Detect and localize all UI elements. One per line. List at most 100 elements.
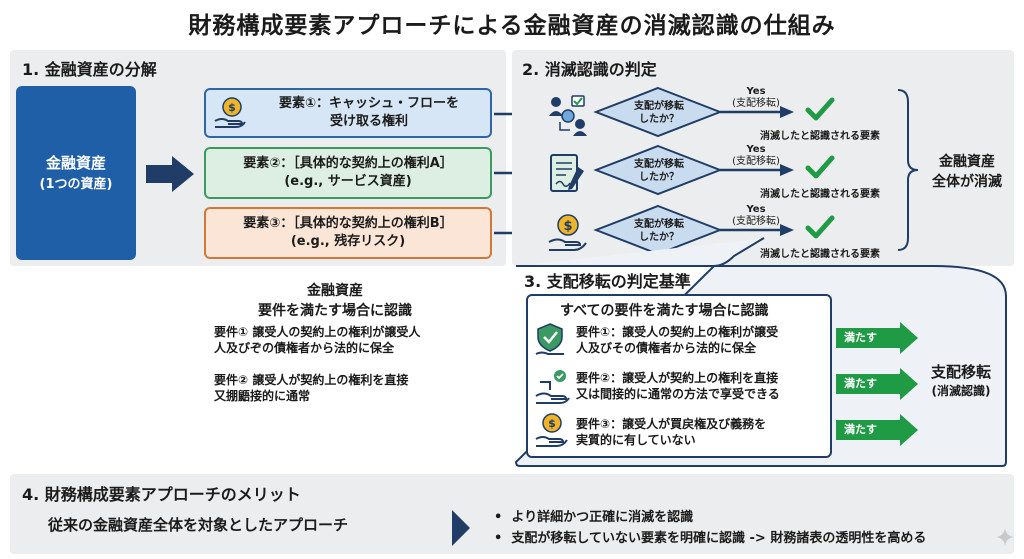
asset-sublabel: (1つの資産) [39, 176, 113, 192]
notes-heading: 金融資産 要件を満たす場合に認識 [230, 281, 440, 322]
conclusion-line1: 金融資産 [939, 154, 995, 170]
element-1-line1: 要素①：キャッシュ・フローを [278, 96, 459, 112]
decision-label-2: 支配が移転 したか？ [620, 158, 698, 184]
decision-label-1: 支配が移転 したか？ [620, 100, 698, 126]
check-icon-3 [805, 215, 835, 239]
yes-label-1: Yes (支配移転) [726, 86, 786, 110]
meets-arrowhead-1 [900, 322, 918, 354]
coin-hand-icon-3: $ [535, 413, 568, 447]
yes-arrow-2 [720, 164, 794, 176]
element-box-3: 要素③：［具体的な契約上の権利B］ (e.g., 残存リスク) [204, 207, 492, 259]
bullet-icon: • [494, 510, 512, 525]
requirement-2-line1: 要件②：譲受人が契約上の権利を直接 [576, 371, 779, 385]
requirement-3: 要件③：譲受人が買戻権及び義務を 実質的に有していない [576, 416, 766, 448]
requirements-box [526, 294, 832, 458]
element-3-line2: (e.g., 残存リスク) [290, 234, 406, 249]
notes-req2-line2: 又掤鼯接的に通常 [214, 389, 311, 404]
result-line1: 支配移転 [930, 363, 991, 381]
conclusion-line2: 全体が消滅 [932, 174, 1002, 191]
merit-item-2: • 支配が移転していない要素を明確に認識 -> 財務諸表の透明性を高める [494, 529, 926, 550]
yes-2-sub: (支配移転) [732, 156, 780, 167]
svg-text:$: $ [563, 219, 572, 234]
result-label-2: 消滅したと認識される要素 [760, 189, 880, 200]
yes-1: Yes [746, 86, 766, 97]
bullet-icon: • [494, 530, 512, 546]
element-1-line2: 受け取る権利 [329, 114, 408, 129]
coin-hand-icon: $ [214, 97, 246, 128]
section3-heading: 3. 支配移転の判定基準 [524, 272, 691, 291]
hand-use-icon [535, 370, 570, 404]
decision-3-line1: 支配が移転 [634, 219, 684, 230]
chevron-right-icon [452, 510, 470, 546]
meets-arrow-2: 満たす [836, 368, 918, 400]
meets-label-3: 満たす [836, 420, 900, 440]
traditional-approach: 従来の金融資産全体を対象としたアプローチ [48, 516, 349, 534]
element-box-2: 要素②：［具体的な契約上の権利A］ (e.g., サービス資産) [204, 147, 492, 199]
requirement-3-line2: 実質的に有していない [576, 433, 696, 448]
element-box-1: $ 要素①：キャッシュ・フローを 受け取る権利 [204, 88, 492, 138]
notes-req1-line1: 要件① 譲受人の契約上の権利が譲受人 [214, 325, 421, 339]
decision-row-graphics [593, 86, 919, 256]
merit-item-2-text: 支配が移転していない要素を明確に認識 -> 財務諸表の透明性を高める [511, 530, 927, 546]
decision-diamond-2 [593, 144, 723, 196]
yes-3: Yes [746, 204, 766, 215]
yes-arrow-1 [720, 106, 794, 118]
yes-2: Yes [746, 144, 766, 155]
svg-text:$: $ [228, 101, 236, 114]
notes-req1: 要件① 譲受人の契約上の権利が譲受人 人及びぞの債権者から法的に保全 [214, 324, 420, 356]
yes-arrow-3 [720, 224, 794, 236]
conclusion-label: 金融資産 全体が消滅 [924, 152, 1010, 193]
requirement-1: 要件①：譲受人の契約上の権利が譲受 人及びその債権者から法的に保全 [576, 324, 778, 356]
meets-arrow-1: 満たす [836, 322, 918, 354]
requirement-2-line2: 又は間接的に通常の方法で享受できる [576, 387, 780, 402]
decision-1-line1: 支配が移転 [634, 101, 684, 112]
notes-req2-line1: 要件② 譲受人が契約上の権利を直接 [214, 373, 409, 387]
transfer-people-icon [549, 95, 587, 136]
meets-label-2: 満たす [836, 374, 900, 394]
notes-req1-line2: 人及びぞの債権者から法的に保全 [214, 341, 395, 356]
result-line2: (消滅認識) [931, 384, 991, 398]
merit-item-1-text: より詳細かつ正確に消滅を認識 [511, 510, 694, 525]
requirements-box-heading: すべての要件を満たす場合に認識 [560, 303, 769, 319]
check-icon-2 [805, 155, 835, 179]
shield-check-icon [535, 323, 564, 355]
financial-asset-box: 金融資産 (1つの資産) [16, 86, 136, 260]
decompose-arrow-icon [146, 156, 194, 192]
decision-2-line1: 支配が移転 [634, 159, 684, 170]
asset-label: 金融資産 [45, 154, 106, 172]
section4-heading: 4. 財務構成要素アプローチのメリット [22, 485, 301, 504]
decision-label-3: 支配が移転 したか？ [620, 218, 698, 244]
page-title: 財務構成要素アプローチによる金融資産の消滅認識の仕組み [188, 13, 836, 39]
meets-label-1: 満たす [836, 328, 900, 348]
sparkle-icon [996, 528, 1014, 546]
decision-1-line2: したか？ [639, 114, 679, 125]
element-2-line2: (e.g., サービス資産) [284, 174, 412, 189]
notes-heading-line1: 金融資産 [307, 283, 363, 299]
element-3-line1: 要素③：［具体的な契約上の権利B］ [243, 216, 453, 232]
control-transfer-result: 支配移転 (消滅認識) [918, 362, 1004, 400]
yes-label-2: Yes (支配移転) [726, 144, 786, 168]
requirement-3-line1: 要件③：譲受人が買戻権及び義務を [576, 417, 767, 431]
coin-hand-icon-2: $ [548, 214, 587, 251]
meets-arrowhead-2 [900, 368, 918, 400]
decision-2-line2: したか？ [639, 172, 679, 183]
merit-item-1: • より詳細かつ正確に消滅を認識 [494, 508, 926, 529]
requirement-1-line1: 要件①：譲受人の契約上の権利が譲受 [576, 325, 779, 339]
merit-list: • より詳細かつ正確に消滅を認識 • 支配が移転していない要素を明確に認識 ->… [494, 508, 926, 550]
element-2-line1: 要素②：［具体的な契約上の権利A］ [243, 156, 453, 172]
section2-heading: 2. 消滅認識の判定 [522, 60, 657, 79]
decision-diamond-1 [593, 86, 723, 138]
requirement-2: 要件②：譲受人が契約上の権利を直接 又は間接的に通常の方法で享受できる [576, 370, 780, 402]
notes-heading-line2: 要件を満たす場合に認識 [258, 303, 412, 320]
result-label-3: 消滅したと認識される要素 [760, 249, 880, 260]
yes-3-sub: (支配移転) [732, 216, 780, 227]
notes-req2: 要件② 譲受人が契約上の権利を直接 又掤鼯接的に通常 [214, 372, 408, 404]
section4-panel [10, 474, 1014, 554]
requirement-1-line2: 人及びその債権者から法的に保全 [576, 341, 757, 356]
decision-3-line2: したか？ [639, 232, 679, 243]
check-icon-1 [805, 97, 835, 121]
meets-arrow-3: 満たす [836, 414, 918, 446]
meets-arrowhead-3 [900, 414, 918, 446]
result-label-1: 消滅したと認識される要素 [760, 131, 880, 142]
brace-icon [897, 89, 919, 251]
